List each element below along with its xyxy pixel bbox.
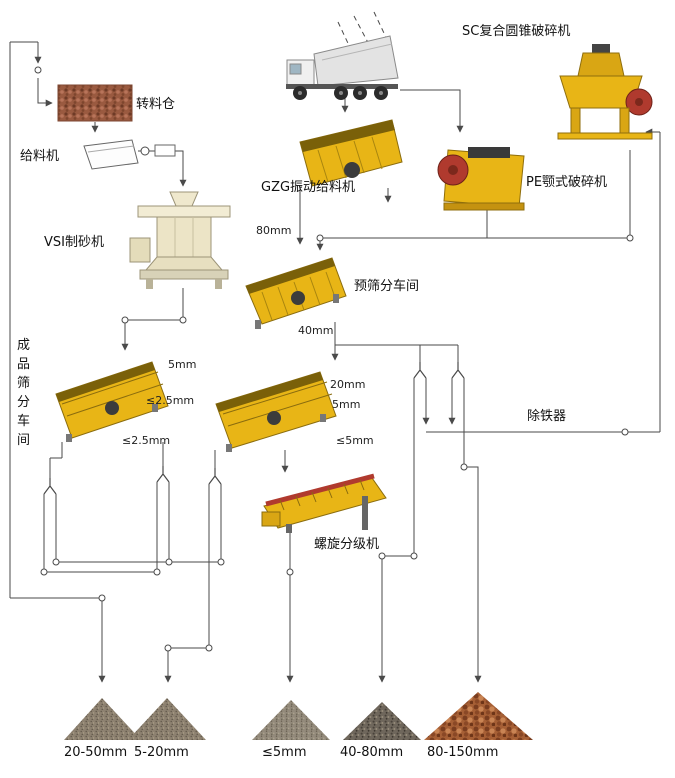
cone-crusher-label: SC复合圆锥破碎机 — [462, 24, 571, 39]
product-pile-40-80 — [343, 702, 421, 740]
size-label-ls-2-5mm: ≤2.5mm — [146, 394, 195, 407]
vibrating-feeder-label: GZG振动给料机 — [261, 180, 356, 195]
size-label-ls-5mm: 5mm — [168, 358, 197, 371]
flow-arrow — [400, 89, 464, 133]
finished-screen-middle-image — [215, 371, 337, 452]
product-label-5-20mm: 5-20mm — [134, 745, 189, 760]
product-pile-80-150 — [424, 692, 533, 740]
product-pile-le5 — [252, 700, 330, 740]
finished-screen-left-image — [55, 361, 169, 442]
vsi-label: VSI制砂机 — [44, 235, 104, 250]
flow-lines — [9, 11, 661, 683]
rock-photo-image — [57, 84, 133, 122]
transfer-bin-label: 转料仓 — [136, 97, 176, 112]
flow-arrow — [37, 78, 53, 107]
feeder-label: 给料机 — [20, 149, 60, 164]
product-pile-5-20 — [128, 698, 206, 740]
jaw-crusher-image — [437, 147, 525, 211]
size-label-ms-20mm: 20mm — [330, 378, 366, 391]
y-splitters — [43, 362, 465, 495]
flow-arrow — [464, 466, 482, 683]
finished-screen-label: 成品筛分车间 — [16, 338, 30, 448]
feeder-pan-image — [83, 139, 139, 170]
flow-arrow — [138, 150, 187, 187]
spiral-classifier-label: 螺旋分级机 — [314, 537, 380, 552]
flow-trunk-lines — [9, 41, 661, 649]
cone-crusher-image — [557, 44, 653, 140]
iron-remover-label: 除铁器 — [527, 409, 567, 424]
product-label-20-50mm: 20-50mm — [64, 745, 128, 760]
size-label-ls-2-5mm-b: ≤2.5mm — [122, 434, 171, 447]
product-label-80-150mm: 80-150mm — [427, 745, 499, 760]
product-label-40-80mm: 40-80mm — [340, 745, 404, 760]
junction-nodes — [34, 66, 634, 652]
feeder-side-box — [154, 144, 176, 157]
size-label-ms-le5mm: ≤5mm — [336, 434, 374, 447]
product-label-le5mm: ≤5mm — [262, 745, 307, 760]
vibrating-feeder-image — [299, 119, 403, 187]
jaw-crusher-label: PE颚式破碎机 — [526, 175, 608, 190]
product-pile-20-50 — [64, 698, 141, 740]
spiral-classifier-image — [261, 473, 387, 533]
size-label-ms-5mm: 5mm — [332, 398, 361, 411]
vsi-sand-maker-image — [129, 191, 231, 289]
size-label-80mm: 80mm — [256, 224, 292, 237]
pre-screen-image — [245, 257, 347, 329]
dump-truck-image — [286, 35, 399, 100]
pre-screen-label: 预筛分车间 — [354, 279, 420, 294]
size-label-40mm: 40mm — [298, 324, 334, 337]
